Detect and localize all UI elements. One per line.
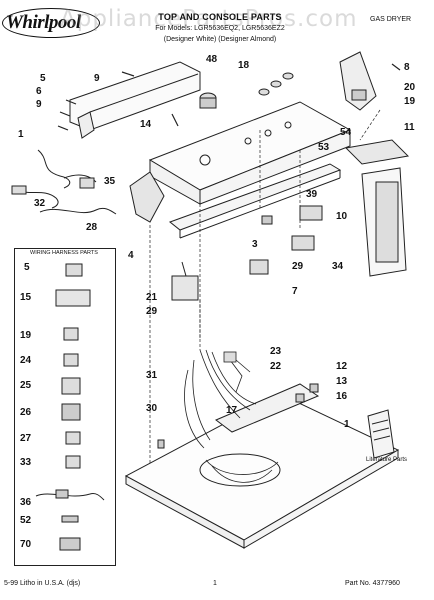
callout-6: 6 — [36, 86, 42, 97]
callout-54: 54 — [340, 127, 352, 138]
lint-screen — [344, 139, 410, 277]
callout-20: 20 — [404, 82, 416, 93]
callout-9b: 9 — [94, 73, 100, 84]
harness-bundle — [184, 349, 279, 483]
footer-part-number: Part No. 4377960 — [345, 580, 400, 587]
harness-left — [11, 149, 117, 215]
terminal-blocks — [249, 205, 323, 275]
models-line: For Models: LGR5636EQ2, LGR5636EZ2 — [155, 25, 285, 32]
callout-8: 8 — [404, 62, 410, 73]
legend-callout-26: 26 — [20, 407, 32, 418]
callout-5: 5 — [40, 73, 46, 84]
legend-callout-36: 36 — [20, 497, 32, 508]
callout-11: 11 — [404, 122, 415, 133]
callout-1: 1 — [18, 129, 24, 140]
callout-23: 23 — [270, 346, 282, 357]
callout-39: 39 — [306, 189, 318, 200]
callout-7: 7 — [292, 286, 298, 297]
wiring-harness-box — [14, 248, 116, 566]
callout-53: 53 — [318, 142, 330, 153]
clips-right — [295, 383, 319, 403]
callout-31: 31 — [146, 370, 158, 381]
callout-29a: 29 — [292, 261, 304, 272]
callout-32: 32 — [34, 198, 46, 209]
callout-10: 10 — [336, 211, 348, 222]
legend-callout-19: 19 — [20, 330, 32, 341]
top-plate — [124, 383, 400, 549]
callout-9: 9 — [36, 99, 42, 110]
callout-22: 22 — [270, 361, 282, 372]
end-cap-left — [129, 171, 165, 223]
screws — [57, 63, 401, 131]
footer-litho: 5-99 Litho in U.S.A. (djs) — [4, 580, 81, 587]
brand-logo: Whirlpool — [6, 12, 81, 33]
end-cap-right — [339, 51, 377, 111]
callout-14: 14 — [140, 119, 152, 130]
callout-3: 3 — [252, 239, 258, 250]
callout-12: 12 — [336, 361, 348, 372]
category-label: GAS DRYER — [370, 16, 412, 23]
legend-callout-25: 25 — [20, 380, 32, 391]
legend-callout-27: 27 — [20, 433, 32, 444]
callout-21: 21 — [146, 292, 158, 303]
callout-17: 17 — [226, 405, 238, 416]
callout-29b: 29 — [146, 306, 158, 317]
footer-page-number: 1 — [213, 580, 217, 587]
callout-30: 30 — [146, 403, 158, 414]
literature-label: Literature Parts — [366, 457, 408, 463]
page-title: TOP AND CONSOLE PARTS — [158, 12, 282, 22]
callout-28: 28 — [86, 222, 98, 233]
legend-callout-70: 70 — [20, 539, 32, 550]
console-panel — [148, 101, 352, 205]
timer-module — [171, 261, 199, 301]
legend-callout-24: 24 — [20, 355, 32, 366]
callout-1b: 1 — [344, 419, 350, 430]
part-30-clip — [157, 439, 165, 449]
knobs — [199, 72, 294, 109]
colors-line: (Designer White) (Designer Almond) — [163, 36, 277, 43]
literature-parts — [367, 409, 395, 459]
callout-34: 34 — [332, 261, 344, 272]
callout-16: 16 — [336, 391, 348, 402]
leader-lines — [149, 109, 381, 470]
watermark: AppliancePartsPros.com — [60, 6, 358, 32]
legend-parts — [35, 263, 105, 551]
callout-19: 19 — [404, 96, 416, 107]
legend-callout-15: 15 — [20, 292, 32, 303]
rear-bracket — [69, 61, 201, 139]
wiring-harness-title: WIRING HARNESS PARTS — [30, 250, 98, 256]
legend-callout-33: 33 — [20, 457, 32, 468]
brand-logo-ring — [2, 8, 100, 38]
callout-35: 35 — [104, 176, 116, 187]
legend-callout-5: 5 — [24, 262, 30, 273]
callout-13: 13 — [336, 376, 348, 387]
callout-4: 4 — [128, 250, 134, 261]
callout-48: 48 — [206, 54, 218, 65]
legend-callout-52: 52 — [20, 515, 32, 526]
callout-18: 18 — [238, 60, 250, 71]
